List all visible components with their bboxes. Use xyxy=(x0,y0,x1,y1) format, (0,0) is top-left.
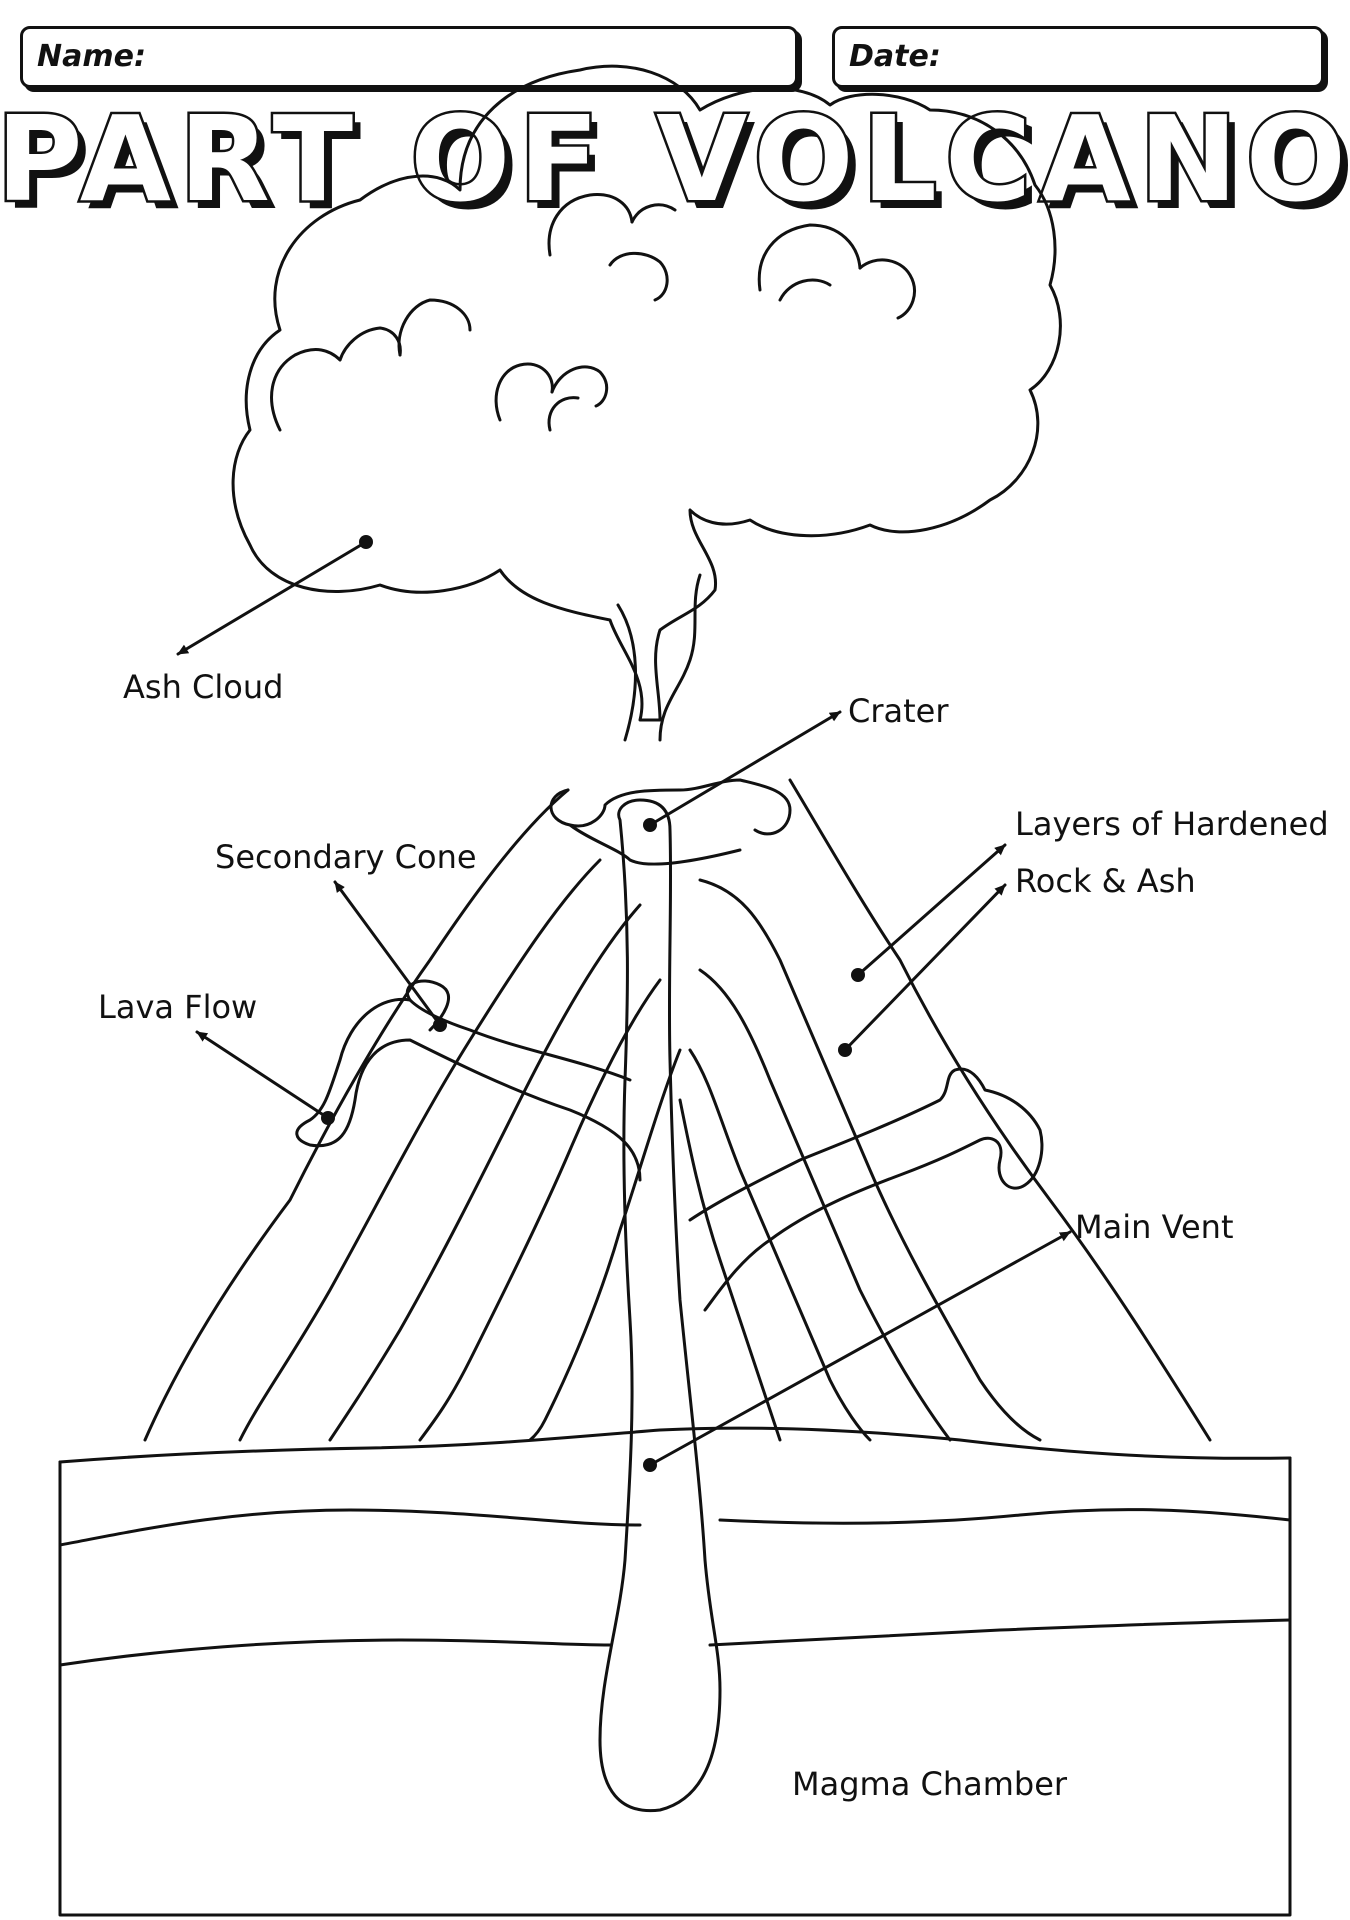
page-title: PART OF VOLCANO xyxy=(0,100,1350,228)
title-banner: PART OF VOLCANO PART OF VOLCANO xyxy=(0,100,1350,230)
ash-cloud xyxy=(231,64,1062,722)
label-magma-chamber: Magma Chamber xyxy=(792,1765,1068,1803)
main-vent-dot xyxy=(643,1458,657,1472)
label-secondary-cone: Secondary Cone xyxy=(215,838,477,876)
layers-dot-1 xyxy=(851,968,865,982)
lava-flow-dot xyxy=(321,1111,335,1125)
ash-cloud-dot xyxy=(359,535,373,549)
volcano-right-slope xyxy=(788,778,1212,1442)
title-shadow: PART OF VOLCANO xyxy=(4,100,1350,230)
label-main-vent: Main Vent xyxy=(1075,1208,1233,1246)
name-label: Name: xyxy=(37,39,146,74)
label-lava-flow: Lava Flow xyxy=(98,988,257,1026)
layers-pointer-2 xyxy=(843,883,1007,1052)
layers-pointer-1 xyxy=(856,843,1007,977)
date-label: Date: xyxy=(849,39,941,74)
rock-layer-1 xyxy=(58,1508,1292,1547)
main-vent-pointer xyxy=(648,1230,1072,1467)
volcano-left-slope xyxy=(143,788,570,1442)
label-layers-line2: Rock & Ash xyxy=(1015,862,1196,900)
main-vent xyxy=(598,798,722,1813)
date-field[interactable]: Date: xyxy=(832,26,1324,88)
crater-dot xyxy=(643,818,657,832)
secondary-cone-pointer xyxy=(333,880,442,1027)
label-layers-line1: Layers of Hardened xyxy=(1015,805,1329,843)
name-field[interactable]: Name: xyxy=(20,26,798,88)
ground-surface xyxy=(58,1426,1292,1464)
secondary-cone-dot xyxy=(433,1018,447,1032)
crater-pointer xyxy=(648,710,842,827)
lava-flow-pointer xyxy=(195,1030,330,1120)
label-crater: Crater xyxy=(848,692,949,730)
label-ash-cloud: Ash Cloud xyxy=(123,668,283,706)
ash-cloud-pointer xyxy=(176,540,368,656)
rock-layer-2 xyxy=(58,1618,1292,1667)
layers-dot-2 xyxy=(838,1043,852,1057)
